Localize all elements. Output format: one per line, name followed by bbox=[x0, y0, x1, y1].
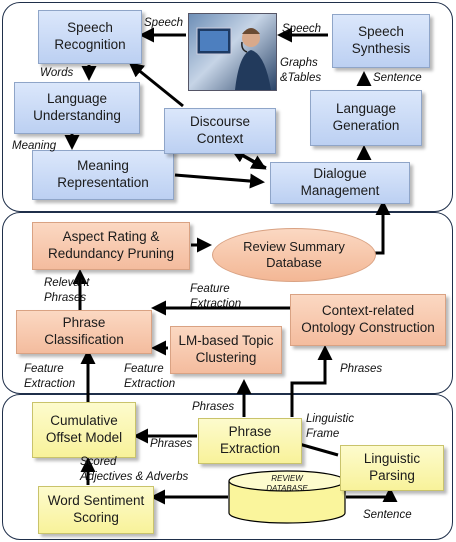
arrow-meaning-to-dialogue bbox=[175, 175, 262, 182]
label-graphs-tables: Graphs &Tables bbox=[280, 56, 321, 86]
speech-synthesis-box: Speech Synthesis bbox=[332, 14, 430, 68]
meaning-representation-box: Meaning Representation bbox=[32, 150, 174, 200]
label-scored-adjectives: Scored Adjectives & Adverbs bbox=[80, 455, 188, 485]
aspect-rating-box: Aspect Rating & Redundancy Pruning bbox=[32, 222, 190, 270]
label-phrases-mid: Phrases bbox=[340, 362, 382, 377]
label-linguistic-frame: Linguistic Frame bbox=[306, 412, 354, 442]
discourse-context-box: Discourse Context bbox=[164, 108, 276, 154]
label-words: Words bbox=[40, 66, 73, 81]
label-sentence-bottom: Sentence bbox=[363, 508, 412, 523]
label-speech-left: Speech bbox=[144, 16, 183, 31]
context-ontology-box: Context-related Ontology Construction bbox=[290, 294, 446, 346]
language-understanding-box: Language Understanding bbox=[14, 82, 140, 134]
speech-recognition-box: Speech Recognition bbox=[38, 10, 142, 64]
label-feature-extraction-center: Feature Extraction bbox=[124, 362, 175, 392]
review-summary-database: Review Summary Database bbox=[212, 228, 376, 282]
language-generation-box: Language Generation bbox=[310, 90, 422, 146]
cumulative-offset-box: Cumulative Offset Model bbox=[32, 402, 136, 458]
label-phrases-bottom: Phrases bbox=[150, 437, 192, 452]
arrow-db-to-parsing bbox=[346, 490, 390, 497]
label-relevant-phrases: Relevant Phrases bbox=[44, 276, 89, 306]
label-phrases-top: Phrases bbox=[192, 400, 234, 415]
review-database-label: REVIEW DATABASE bbox=[245, 474, 329, 494]
linguistic-parsing-box: Linguistic Parsing bbox=[340, 445, 444, 491]
word-sentiment-box: Word Sentiment Scoring bbox=[38, 486, 154, 534]
label-speech-right: Speech bbox=[282, 22, 321, 37]
label-meaning: Meaning bbox=[12, 139, 56, 154]
arrow-extraction-to-ontology bbox=[292, 348, 325, 417]
label-feature-extraction-left: Feature Extraction bbox=[24, 362, 75, 392]
phrase-extraction-box: Phrase Extraction bbox=[198, 418, 302, 464]
dialogue-management-box: Dialogue Management bbox=[270, 162, 410, 204]
phrase-classification-box: Phrase Classification bbox=[16, 310, 152, 354]
arrow-summarydb-to-dialogue bbox=[375, 203, 383, 253]
label-feature-extraction-mid: Feature Extraction bbox=[190, 282, 241, 312]
label-sentence-top: Sentence bbox=[373, 71, 422, 86]
lm-topic-clustering-box: LM-based Topic Clustering bbox=[170, 326, 282, 374]
